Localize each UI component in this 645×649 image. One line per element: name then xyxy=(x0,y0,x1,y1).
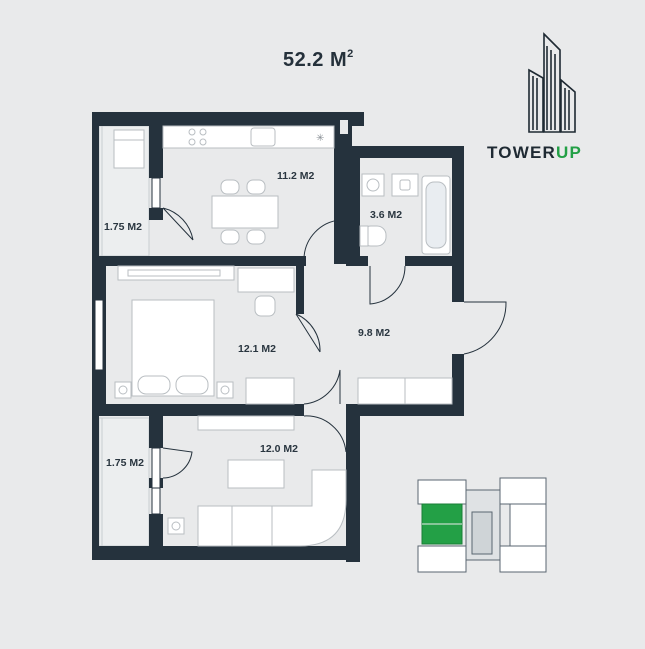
bedroom-furniture xyxy=(114,265,295,405)
living-furniture xyxy=(167,415,347,547)
doors xyxy=(162,207,507,479)
bathroom-fixtures xyxy=(359,173,451,255)
area-unit-superscript: 2 xyxy=(347,48,354,60)
dining-table xyxy=(211,179,279,245)
fridge xyxy=(113,129,145,169)
room-label-bedroom: 12.1 M2 xyxy=(238,343,276,355)
balcony-bottom xyxy=(98,417,150,547)
total-area-title: 52.2 M2 xyxy=(283,48,354,72)
room-label-kitchen: 11.2 M2 xyxy=(277,170,315,182)
room-label-balcony-bottom: 1.75 M2 xyxy=(106,457,144,469)
floor-key-plan xyxy=(417,477,547,573)
room-label-living: 12.0 M2 xyxy=(260,443,298,455)
svg-text:✳: ✳ xyxy=(316,133,324,144)
room-label-bathroom: 3.6 M2 xyxy=(370,209,402,221)
windows xyxy=(94,177,161,515)
hall-wardrobe xyxy=(357,377,453,405)
total-area-value: 52.2 M xyxy=(283,49,348,71)
brand-logo-icon xyxy=(528,32,576,133)
kitchen-counter: ✳ xyxy=(162,125,335,149)
room-label-hall: 9.8 M2 xyxy=(358,327,390,339)
brand-wordmark-part1: TOWER xyxy=(487,143,556,162)
brand-wordmark: TOWERUP xyxy=(487,143,582,163)
room-label-balcony-top: 1.75 M2 xyxy=(104,221,142,233)
brand-wordmark-part2: UP xyxy=(555,143,582,162)
walls xyxy=(92,112,464,562)
